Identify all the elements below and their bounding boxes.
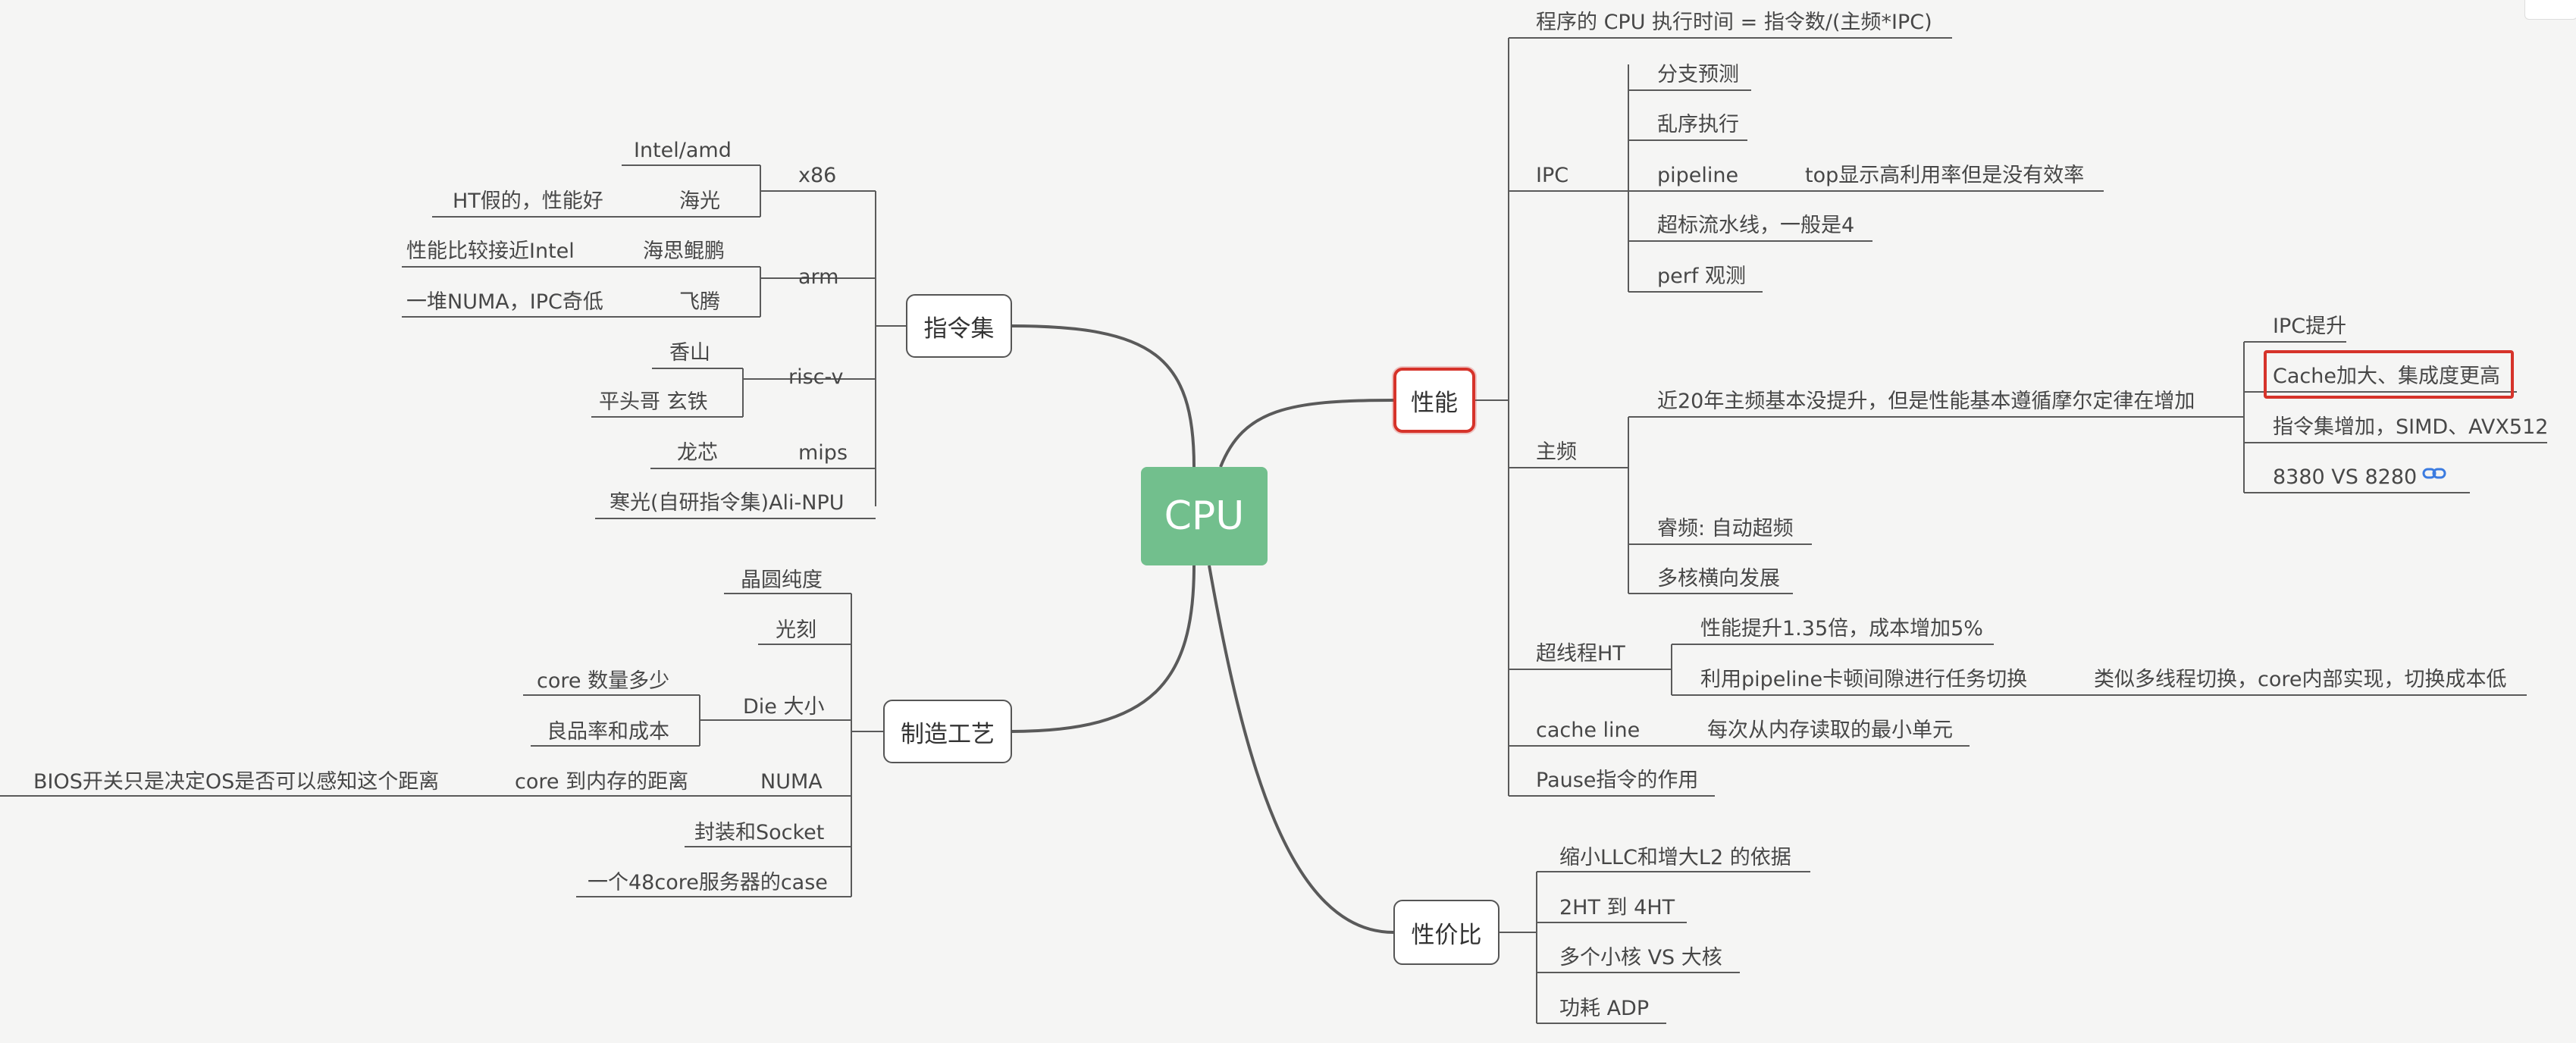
node-wafer-purity[interactable]: 晶圆纯度	[741, 568, 823, 592]
node-frequency-note[interactable]: 近20年主频基本没提升，但是性能基本遵循摩尔定律在增加	[1657, 390, 2195, 413]
node-loongson[interactable]: 龙芯	[677, 441, 718, 465]
corner-tab[interactable]	[2524, 0, 2576, 20]
node-core-count[interactable]: core 数量多少	[537, 669, 670, 693]
branch-performance[interactable]: 性能	[1393, 368, 1475, 433]
node-ht-gain[interactable]: 性能提升1.35倍，成本增加5%	[1700, 617, 1983, 641]
node-cache-larger[interactable]: Cache加大、集成度更高	[2273, 365, 2500, 388]
node-cache-line[interactable]: cache line	[1536, 719, 1641, 742]
node-die-size[interactable]: Die 大小	[743, 695, 825, 719]
node-out-of-order[interactable]: 乱序执行	[1657, 113, 1739, 136]
node-riscv[interactable]: risc-v	[788, 365, 844, 389]
node-kunpeng[interactable]: 海思鲲鹏	[643, 240, 725, 263]
node-hanguang[interactable]: 寒光(自研指令集)Ali-NPU	[610, 491, 845, 515]
branch-instruction-set[interactable]: 指令集	[906, 294, 1012, 358]
node-pipeline-note[interactable]: top显示高利用率但是没有效率	[1805, 164, 2085, 187]
node-ht-note[interactable]: 类似多线程切换，core内部实现，切换成本低	[2094, 668, 2507, 691]
node-8380-vs-8280[interactable]: 8380 VS 8280	[2273, 465, 2418, 489]
node-cache-line-note[interactable]: 每次从内存读取的最小单元	[1707, 719, 1953, 742]
node-numa[interactable]: NUMA	[760, 770, 823, 794]
branch-cost-performance[interactable]: 性价比	[1393, 900, 1500, 965]
node-x86[interactable]: x86	[798, 164, 837, 187]
node-frequency[interactable]: 主频	[1536, 440, 1577, 464]
node-package-socket[interactable]: 封装和Socket	[694, 821, 825, 844]
node-xiangshan[interactable]: 香山	[669, 341, 710, 365]
node-ipc-improve[interactable]: IPC提升	[2273, 315, 2347, 338]
branch-process[interactable]: 制造工艺	[883, 700, 1012, 763]
node-pipeline[interactable]: pipeline	[1657, 164, 1739, 187]
root-node-cpu[interactable]: CPU	[1141, 467, 1268, 565]
node-perf-observe[interactable]: perf 观测	[1657, 265, 1746, 288]
node-xuantie[interactable]: 平头哥 玄铁	[599, 390, 708, 414]
node-hyperthreading[interactable]: 超线程HT	[1536, 642, 1625, 666]
node-pause-instruction[interactable]: Pause指令的作用	[1536, 769, 1699, 792]
node-bios-note[interactable]: BIOS开关只是决定OS是否可以感知这个距离	[33, 770, 440, 794]
node-lithography[interactable]: 光刻	[776, 619, 816, 642]
node-intel-amd[interactable]: Intel/amd	[634, 139, 732, 162]
node-ht-stall[interactable]: 利用pipeline卡顿间隙进行任务切换	[1700, 668, 2028, 691]
node-small-vs-big-cores[interactable]: 多个小核 VS 大核	[1559, 946, 1722, 969]
node-hygon-note[interactable]: HT假的，性能好	[453, 189, 603, 213]
link-icon[interactable]	[2422, 465, 2446, 482]
node-2ht-4ht[interactable]: 2HT 到 4HT	[1559, 896, 1675, 919]
node-core-memory-distance[interactable]: core 到内存的距离	[515, 770, 689, 794]
node-cpu-time-formula[interactable]: 程序的 CPU 执行时间 = 指令数/(主频*IPC)	[1536, 11, 1932, 34]
node-hygon[interactable]: 海光	[679, 189, 720, 213]
node-phytium-note[interactable]: 一堆NUMA，IPC奇低	[406, 290, 603, 314]
node-mips[interactable]: mips	[798, 441, 848, 465]
highlight-box-cache	[2264, 350, 2514, 399]
node-turbo[interactable]: 睿频: 自动超频	[1657, 517, 1794, 540]
node-48core-case[interactable]: 一个48core服务器的case	[588, 871, 828, 894]
node-kunpeng-note[interactable]: 性能比较接近Intel	[406, 240, 575, 263]
node-arm[interactable]: arm	[798, 265, 839, 289]
node-superscalar[interactable]: 超标流水线，一般是4	[1657, 214, 1855, 237]
node-ipc[interactable]: IPC	[1536, 164, 1569, 187]
node-multicore[interactable]: 多核横向发展	[1657, 567, 1780, 590]
node-llc-l2[interactable]: 缩小LLC和增大L2 的依据	[1559, 846, 1791, 869]
node-isa-increase[interactable]: 指令集增加，SIMD、AVX512	[2273, 415, 2549, 439]
node-phytium[interactable]: 飞腾	[679, 290, 720, 314]
node-branch-prediction[interactable]: 分支预测	[1657, 63, 1739, 86]
node-power-adp[interactable]: 功耗 ADP	[1559, 997, 1650, 1020]
node-yield-cost[interactable]: 良品率和成本	[547, 720, 669, 744]
